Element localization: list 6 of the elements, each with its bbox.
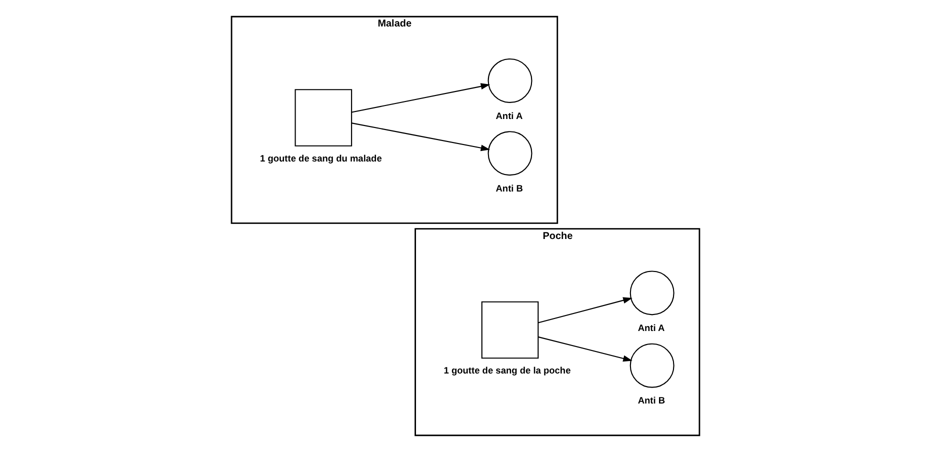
node-label: Anti B <box>637 396 665 406</box>
node-label: 1 goutte de sang du malade <box>260 153 382 164</box>
node-label: Anti A <box>495 110 522 121</box>
node-label: Anti A <box>637 322 664 333</box>
node-label: 1 goutte de sang de la poche <box>443 366 570 376</box>
node-label: Anti B <box>495 183 522 194</box>
